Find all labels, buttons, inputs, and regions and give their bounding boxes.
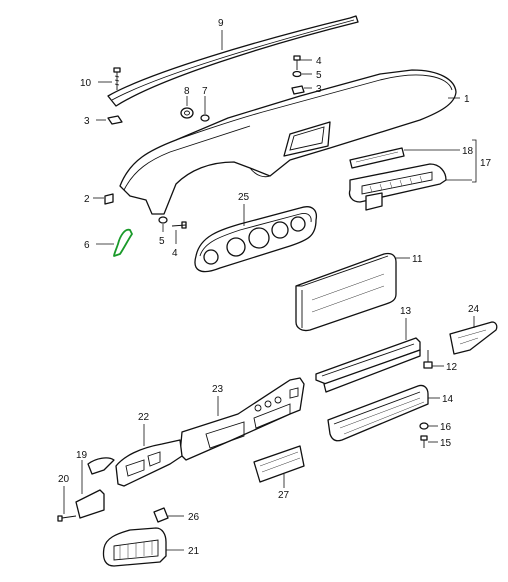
part-16-washer [419, 422, 429, 430]
part-9-trim-strip [107, 15, 359, 107]
callout-4a: 4 [316, 56, 322, 67]
callout-26: 26 [188, 512, 200, 523]
callout-27: 27 [278, 490, 290, 501]
part-24-cover [449, 321, 498, 355]
callout-16: 16 [440, 422, 452, 433]
part-10-screw [113, 67, 121, 90]
callout-5b: 5 [159, 236, 165, 247]
callout-9: 9 [218, 18, 224, 29]
callout-6: 6 [84, 240, 90, 251]
part-13-glovebox-frame [315, 337, 421, 393]
callout-20: 20 [58, 474, 70, 485]
part-27-cover-plate [253, 445, 305, 483]
part-21-air-vent [102, 527, 167, 567]
part-22-side-panel [115, 439, 183, 487]
part-12-screw [423, 350, 433, 369]
callout-15: 15 [440, 438, 452, 449]
leader-lines [63, 30, 477, 551]
callout-4b: 4 [172, 248, 178, 259]
part-1-dashboard [119, 69, 457, 215]
part-4-screw-lower [171, 221, 187, 229]
callout-12: 12 [446, 362, 458, 373]
part-26-clip [153, 507, 169, 523]
part-20-screw [57, 515, 77, 522]
part-25-instrument-bezel [194, 206, 318, 273]
part-11-glovebox-bin [295, 252, 397, 332]
part-3-clip-right [291, 85, 305, 95]
callout-13: 13 [400, 306, 412, 317]
callout-19: 19 [76, 450, 88, 461]
part-18-trim-strip [349, 147, 405, 169]
callout-21: 21 [188, 546, 200, 557]
part-5-washer-lower [158, 216, 168, 224]
part-2-bracket [104, 193, 114, 205]
part-4-screw-top [293, 55, 301, 70]
callout-24: 24 [468, 304, 480, 315]
callout-1: 1 [464, 94, 470, 105]
callout-labels: 9 10 3 8 7 4 5 3 1 18 17 2 6 5 4 25 11 1… [58, 18, 492, 557]
part-19-bracket [87, 457, 115, 475]
part-8-grommet [180, 107, 194, 119]
callout-7: 7 [202, 86, 208, 97]
part-3-clip-left [107, 115, 123, 125]
callout-11: 11 [412, 254, 423, 265]
callout-18: 18 [462, 146, 474, 157]
callout-23: 23 [212, 384, 224, 395]
part-17-air-vent [348, 163, 447, 211]
callout-25: 25 [238, 192, 250, 203]
callout-14: 14 [442, 394, 454, 405]
part-15-screw [420, 435, 428, 448]
callout-8: 8 [184, 86, 190, 97]
callout-22: 22 [138, 412, 150, 423]
part-5-washer-top [292, 70, 302, 78]
part-7-washer [200, 114, 210, 122]
callout-10: 10 [80, 78, 92, 89]
part-23-lower-trim-panel [179, 377, 305, 461]
part-6-side-trim-highlighted [113, 228, 133, 257]
callout-2: 2 [84, 194, 90, 205]
part-14-glovebox-lid [327, 384, 429, 442]
callout-17: 17 [480, 158, 492, 169]
callout-5a: 5 [316, 70, 322, 81]
callout-3b: 3 [316, 84, 322, 95]
part-20-trim-piece [75, 489, 105, 519]
callout-3a: 3 [84, 116, 90, 127]
